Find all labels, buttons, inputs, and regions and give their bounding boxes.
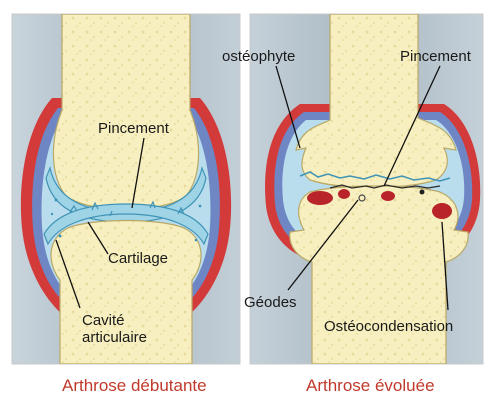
caption-arthrose-evoluee: Arthrose évoluée: [306, 376, 435, 396]
label-cavite-line2: articulaire: [82, 329, 192, 346]
caption-arthrose-debutante: Arthrose débutante: [62, 376, 207, 396]
label-pincement-left: Pincement: [98, 120, 169, 137]
osteocondensation-spot: [338, 189, 350, 199]
label-osteocondensation: Ostéocondensation: [324, 318, 453, 335]
left-upper-bone: [53, 14, 198, 210]
label-osteophyte: ostéophyte: [222, 48, 295, 65]
osteocondensation-spot: [381, 191, 395, 201]
geode: [420, 190, 425, 195]
osteocondensation-spot: [307, 191, 333, 205]
geode: [359, 195, 365, 201]
label-cavite-line1: Cavité: [82, 312, 192, 329]
right-joint-panel: [250, 14, 483, 364]
label-cavite-articulaire: Cavité articulaire: [82, 312, 192, 346]
label-geodes: Géodes: [244, 294, 297, 311]
label-cartilage: Cartilage: [108, 250, 168, 267]
label-pincement-right: Pincement: [400, 48, 471, 65]
osteocondensation-spot: [432, 203, 452, 219]
